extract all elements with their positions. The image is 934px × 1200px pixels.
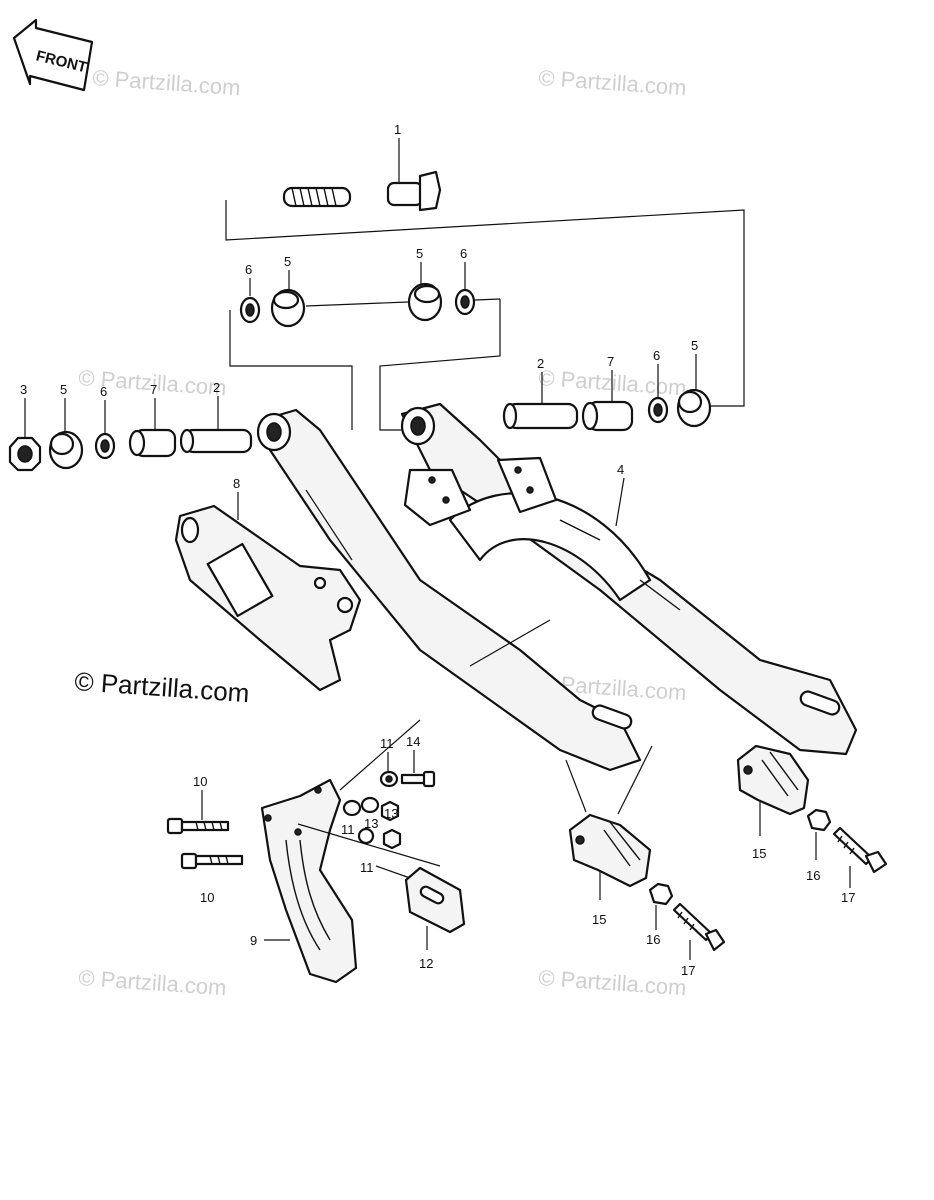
svg-text:12: 12 <box>419 956 433 971</box>
watermark-text: © Partzilla.com <box>538 65 688 100</box>
svg-text:2: 2 <box>213 380 220 395</box>
left-bushing-stack <box>8 428 253 472</box>
svg-text:16: 16 <box>806 868 820 883</box>
adjuster-nut-right-part <box>806 808 832 832</box>
svg-text:8: 8 <box>233 476 240 491</box>
callout-6-left: 6 <box>100 384 107 434</box>
callout-11-mid: 11 <box>341 822 355 837</box>
callout-5-left: 5 <box>60 382 67 432</box>
front-arrow-icon: FRONT <box>12 18 94 92</box>
callout-12: 12 <box>419 926 433 971</box>
svg-text:1: 1 <box>394 122 401 137</box>
callout-11-top: 11 <box>380 736 394 772</box>
callout-3: 3 <box>20 382 27 438</box>
svg-text:5: 5 <box>60 382 67 397</box>
svg-text:6: 6 <box>100 384 107 399</box>
svg-text:13: 13 <box>364 816 378 831</box>
svg-text:11: 11 <box>360 860 374 875</box>
svg-text:7: 7 <box>150 382 157 397</box>
svg-text:14: 14 <box>406 734 420 749</box>
svg-text:6: 6 <box>653 348 660 363</box>
callout-10-upper: 10 <box>193 774 207 820</box>
swingarm-part <box>256 402 858 772</box>
callout-1: 1 <box>394 122 401 182</box>
svg-text:15: 15 <box>592 912 606 927</box>
svg-text:5: 5 <box>284 254 291 269</box>
callout-6-upper-left: 6 <box>245 262 252 296</box>
callout-7-right: 7 <box>607 354 614 402</box>
svg-text:2: 2 <box>537 356 544 371</box>
callout-13-upper: 13 <box>384 806 398 821</box>
callout-8: 8 <box>233 476 240 520</box>
callout-15-right: 15 <box>752 802 766 861</box>
svg-text:15: 15 <box>752 846 766 861</box>
guide-hardware-part <box>342 770 436 850</box>
chain-guard-part <box>174 504 362 692</box>
guide-bolt-lower-part <box>180 852 244 870</box>
svg-text:11: 11 <box>380 736 394 751</box>
svg-text:7: 7 <box>607 354 614 369</box>
callout-5-upper-left: 5 <box>284 254 291 290</box>
svg-text:17: 17 <box>681 963 695 978</box>
chain-guide-part <box>260 778 358 984</box>
chain-adjuster-right-part <box>736 744 810 816</box>
callout-10-lower: 10 <box>200 890 214 905</box>
watermark-text: © Partzilla.com <box>92 65 242 100</box>
svg-text:6: 6 <box>460 246 467 261</box>
svg-text:10: 10 <box>200 890 214 905</box>
svg-text:9: 9 <box>250 933 257 948</box>
watermark-text: © Partzilla.com <box>538 965 688 1000</box>
svg-text:3: 3 <box>20 382 27 397</box>
callout-16-left: 16 <box>646 905 660 947</box>
watermark-main-text: © Partzilla.com <box>74 666 251 708</box>
callout-2-left: 2 <box>213 380 220 430</box>
svg-text:16: 16 <box>646 932 660 947</box>
upper-bushing-group <box>239 282 501 328</box>
callout-14: 14 <box>406 734 420 773</box>
svg-text:6: 6 <box>245 262 252 277</box>
guide-bolt-upper-part <box>166 817 230 835</box>
watermark-text: © Partzilla.com <box>78 965 228 1000</box>
callout-2-right: 2 <box>537 356 544 404</box>
callout-9: 9 <box>250 933 290 948</box>
callout-4: 4 <box>615 462 625 527</box>
callout-16-right: 16 <box>806 832 820 883</box>
right-bushing-stack <box>502 388 712 432</box>
callout-7-left: 7 <box>150 382 157 430</box>
svg-text:10: 10 <box>193 774 207 789</box>
svg-text:17: 17 <box>841 890 855 905</box>
callout-17-left: 17 <box>681 940 695 978</box>
svg-text:5: 5 <box>416 246 423 261</box>
callout-15-left: 15 <box>592 872 606 927</box>
callout-5-right: 5 <box>691 338 698 390</box>
svg-text:11: 11 <box>341 822 355 837</box>
callout-6-right: 6 <box>653 348 660 398</box>
callout-11-low: 11 <box>360 860 411 879</box>
chain-adjuster-left-part <box>568 813 652 888</box>
callout-5-upper-right: 5 <box>416 246 423 284</box>
svg-text:4: 4 <box>617 462 624 477</box>
adjuster-bolt-left-part <box>672 902 726 952</box>
callout-17-right: 17 <box>841 866 855 905</box>
adjuster-nut-left-part <box>648 882 674 906</box>
svg-text:13: 13 <box>384 806 398 821</box>
adjuster-bolt-right-part <box>832 826 888 874</box>
callout-6-upper-right: 6 <box>460 246 467 290</box>
svg-text:5: 5 <box>691 338 698 353</box>
pivot-bolt-part <box>282 170 442 212</box>
guide-block-part <box>404 866 466 934</box>
callout-13-lower: 13 <box>364 816 378 831</box>
